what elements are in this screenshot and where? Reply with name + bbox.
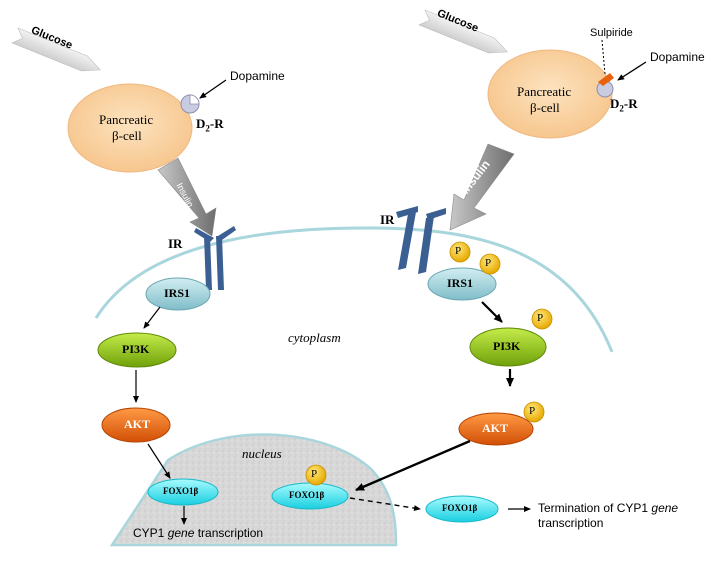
phospho-foxo xyxy=(305,464,327,486)
p-irs1-b-text: P xyxy=(485,257,492,269)
pi3k-label-left: PI3K xyxy=(122,342,150,356)
nucleus-label: nucleus xyxy=(242,446,282,461)
termination-prefix: Termination of CYP1 xyxy=(538,501,652,515)
phospho-akt xyxy=(523,401,545,423)
sulpiride-pointer xyxy=(601,39,606,75)
irs1-right xyxy=(427,267,497,301)
akt-left xyxy=(101,407,171,443)
d2r-left-sub: 2 xyxy=(205,123,210,134)
phospho-irs1-b xyxy=(479,253,501,275)
arrow-akt-foxo-right xyxy=(355,439,471,492)
d2-receptor-right xyxy=(596,73,614,98)
cell-label-right-2: β-cell xyxy=(530,100,560,115)
transcription-left-suffix: transcription xyxy=(194,526,264,540)
nucleus-region xyxy=(109,433,398,547)
d2-receptor-left xyxy=(180,94,200,114)
phospho-irs1-a xyxy=(449,241,471,263)
pancreatic-cell-left xyxy=(67,83,193,173)
transcription-label-left: CYP1 gene transcription xyxy=(133,526,263,540)
arrow-foxo-export xyxy=(349,497,421,512)
irs1-label-left: IRS1 xyxy=(164,286,191,300)
transcription-left-prefix: CYP1 xyxy=(133,526,168,540)
termination-line2: transcription xyxy=(538,516,604,530)
insulin-receptor-right xyxy=(396,206,446,274)
cytoplasm-label: cytoplasm xyxy=(288,330,341,345)
glucose-arrow-left xyxy=(11,27,101,72)
cell-label-right-1: Pancreatic xyxy=(517,84,572,99)
d2r-right-main: D xyxy=(610,96,620,111)
foxo1b-cytoplasm xyxy=(425,495,499,523)
ir-label-right: IR xyxy=(380,212,395,227)
insulin-arrow-left xyxy=(157,157,217,237)
ir-label-left: IR xyxy=(168,236,183,251)
irs1-label-right: IRS1 xyxy=(447,276,474,290)
d2r-label-right: D2-R xyxy=(610,96,638,114)
insulin-arrow-right xyxy=(449,143,515,231)
p-pi3k-text: P xyxy=(537,312,544,324)
dopamine-arrow-right xyxy=(617,61,647,81)
akt-label-right: AKT xyxy=(482,421,509,435)
glucose-arrow-right xyxy=(418,9,508,54)
pancreatic-cell-right xyxy=(487,49,613,139)
transcription-left-gene: gene xyxy=(167,526,195,540)
d2r-left-tail: -R xyxy=(209,116,224,131)
akt-label-left: AKT xyxy=(124,417,151,431)
dopamine-label-left: Dopamine xyxy=(230,69,285,83)
d2r-left-main: D xyxy=(196,116,206,131)
cell-label-left-2: β-cell xyxy=(112,128,142,143)
p-akt-text: P xyxy=(529,405,536,417)
cell-membrane xyxy=(94,226,614,353)
termination-gene: gene xyxy=(651,501,679,515)
arrow-akt-foxo-left xyxy=(147,443,171,479)
insulin-receptor-left xyxy=(194,226,236,290)
dopamine-arrow-left xyxy=(199,79,227,99)
arrow-irs1-pi3k-left xyxy=(143,306,161,329)
cell-label-left-1: Pancreatic xyxy=(99,112,154,127)
foxo-label-nucleus-right: FOXO1β xyxy=(289,490,325,500)
irs1-left xyxy=(145,277,211,311)
d2r-right-tail: -R xyxy=(623,96,638,111)
foxo1b-left xyxy=(147,478,219,506)
p-foxo-text: P xyxy=(311,468,318,480)
pi3k-right xyxy=(469,327,547,367)
d2r-right-sub: 2 xyxy=(619,103,624,114)
akt-right xyxy=(458,412,534,446)
pi3k-label-right: PI3K xyxy=(493,339,521,353)
arrow-irs1-pi3k-right xyxy=(481,301,503,323)
termination-label: Termination of CYP1 gene transcription xyxy=(538,501,678,531)
p-irs1-a-text: P xyxy=(455,245,462,257)
pi3k-left xyxy=(97,332,177,368)
foxo-label-cytoplasm: FOXO1β xyxy=(442,503,478,513)
sulpiride-label: Sulpiride xyxy=(590,27,633,39)
dopamine-label-right: Dopamine xyxy=(650,50,705,64)
foxo-label-left: FOXO1β xyxy=(163,486,199,496)
d2r-label-left: D2-R xyxy=(196,116,224,134)
phospho-pi3k xyxy=(531,308,553,330)
